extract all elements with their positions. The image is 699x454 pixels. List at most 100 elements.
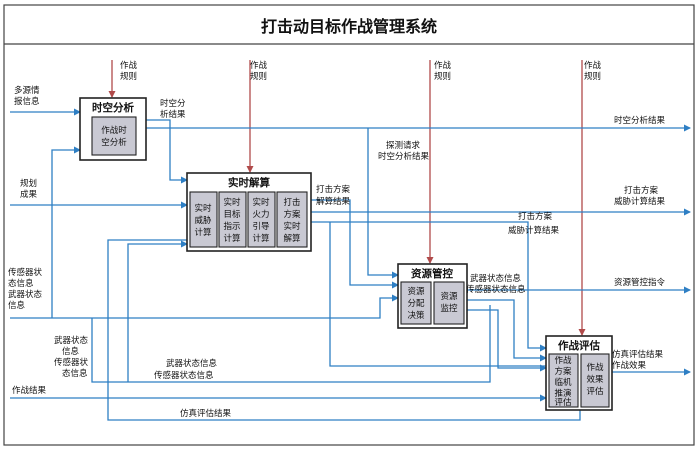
flow-weapon-sensor-1-label: 武器状态信息 传感器状态信息 [466, 273, 526, 295]
output-spatio-label: 时空分析结果 [614, 115, 666, 126]
svg-text:效果: 效果 [586, 374, 604, 385]
page-title: 打击动目标作战管理系统 [261, 17, 437, 36]
flow-resource-to-assess [467, 299, 547, 362]
svg-text:成果: 成果 [20, 189, 38, 200]
output-assess-label: 仿真评估结果 作战效果 [612, 349, 664, 371]
input-sensor-weapon-arrow [10, 294, 399, 319]
flow-spatio-label: 时空分 析结果 [160, 98, 186, 120]
svg-text:计算: 计算 [194, 227, 212, 238]
svg-text:引导: 引导 [252, 222, 270, 232]
svg-text:指示: 指示 [223, 221, 240, 232]
svg-text:传感器状态信息: 传感器状态信息 [154, 370, 214, 381]
svg-text:规则: 规则 [120, 71, 137, 82]
svg-text:时空分: 时空分 [160, 98, 186, 109]
output-resource-label: 资源管控指令 [614, 277, 666, 288]
svg-text:目标: 目标 [223, 209, 241, 220]
svg-text:作战评估: 作战评估 [558, 339, 600, 352]
svg-text:武器状态信息: 武器状态信息 [166, 358, 218, 369]
svg-text:态信息: 态信息 [62, 368, 88, 379]
svg-text:传感器状: 传感器状 [54, 357, 89, 368]
svg-text:实时解算: 实时解算 [228, 176, 270, 189]
sub-spatio-1 [91, 116, 137, 156]
svg-text:资源: 资源 [407, 286, 425, 297]
flow-strike-plan-label: 打击方案 解算结果 [316, 184, 351, 207]
svg-text:空分析: 空分析 [101, 137, 127, 148]
svg-text:仿真评估结果: 仿真评估结果 [612, 349, 664, 360]
svg-text:解算结果: 解算结果 [316, 196, 351, 207]
svg-text:武器状态: 武器状态 [54, 335, 89, 346]
svg-text:作战效果: 作战效果 [612, 360, 647, 371]
svg-text:打击方案: 打击方案 [624, 185, 659, 196]
flow-resource-to-assess-2 [467, 309, 547, 372]
svg-text:传感器状态信息: 传感器状态信息 [466, 284, 526, 295]
svg-text:多源情: 多源情 [14, 85, 40, 96]
svg-text:方案: 方案 [283, 209, 301, 220]
svg-text:实时: 实时 [223, 197, 241, 208]
svg-text:方案: 方案 [554, 366, 572, 377]
svg-text:析结果: 析结果 [160, 109, 186, 120]
svg-text:解算: 解算 [283, 233, 301, 244]
output-threat-label: 打击方案 威胁计算结果 [614, 185, 666, 207]
svg-text:信息: 信息 [8, 300, 26, 311]
flow-realtime-feedback [329, 222, 546, 367]
svg-text:时空分析结果: 时空分析结果 [378, 151, 430, 162]
flow-weapon-sensor-3-label: 武器状态信息 传感器状态信息 [154, 358, 218, 381]
flow-realtime-to-resource [311, 199, 399, 289]
svg-text:报信息: 报信息 [14, 96, 40, 107]
svg-text:时空分析: 时空分析 [92, 101, 134, 114]
module-realtime-calc: 实时解算 实时 威胁 计算 实时 目标 指示 计算 实时 火力 引导 计算 打击… [186, 172, 312, 252]
svg-text:作战: 作战 [554, 355, 572, 366]
module-resource-control: 资源管控 资源 分配 决策 资源 监控 [397, 263, 468, 329]
svg-text:计算: 计算 [252, 233, 270, 244]
feedback-sensor-loop [91, 305, 491, 383]
sub-realtime-1 [189, 191, 218, 248]
svg-text:作战: 作战 [586, 362, 604, 373]
svg-text:规划: 规划 [20, 178, 37, 189]
svg-text:推演: 推演 [554, 388, 572, 399]
svg-text:打击: 打击 [283, 197, 300, 208]
sub-realtime-2 [218, 191, 247, 248]
feedback-sim-eval [107, 239, 581, 421]
svg-text:威胁计算结果: 威胁计算结果 [614, 196, 666, 207]
svg-text:威胁: 威胁 [194, 215, 212, 226]
svg-text:规则: 规则 [434, 71, 451, 82]
svg-text:评估: 评估 [586, 386, 604, 397]
svg-text:作战: 作战 [584, 60, 602, 71]
flow-probe-to-resource [367, 128, 399, 279]
svg-text:传感器状: 传感器状 [8, 267, 43, 278]
svg-text:规则: 规则 [250, 71, 267, 82]
svg-text:监控: 监控 [440, 303, 458, 314]
control-label-1: 作战 规则 [120, 60, 138, 82]
svg-text:作战: 作战 [434, 60, 452, 71]
svg-text:作战: 作战 [120, 60, 138, 71]
feedback-to-realtime [127, 240, 188, 382]
svg-text:实时: 实时 [252, 197, 270, 208]
svg-text:威胁计算结果: 威胁计算结果 [508, 225, 560, 236]
svg-text:打击方案: 打击方案 [518, 211, 553, 222]
svg-text:资源: 资源 [440, 291, 458, 302]
sub-assess-1 [548, 353, 579, 408]
svg-text:实时: 实时 [194, 203, 212, 214]
sub-resource-2 [433, 281, 465, 325]
sub-assess-2 [580, 353, 610, 408]
svg-text:规则: 规则 [584, 71, 601, 82]
input-sensor-weapon-label: 传感器状 态信息 武器状态 信息 [8, 267, 43, 311]
sub-resource-1 [400, 281, 432, 325]
module-combat-assessment: 作战评估 作战 方案 临机 推演 评估 作战 效果 评估 [545, 335, 613, 411]
svg-text:武器状态信息: 武器状态信息 [470, 273, 522, 284]
svg-text:评估: 评估 [554, 397, 572, 408]
svg-text:火力: 火力 [252, 209, 269, 220]
feedback-to-spatio [51, 146, 81, 318]
flow-realtime-to-assess [311, 221, 547, 352]
svg-text:实时: 实时 [283, 221, 301, 232]
svg-text:作战: 作战 [250, 60, 268, 71]
svg-text:作战时: 作战时 [101, 125, 127, 136]
svg-text:临机: 临机 [554, 377, 572, 388]
svg-text:资源管控: 资源管控 [411, 267, 453, 280]
flow-spatio-to-realtime [146, 119, 188, 184]
svg-text:探测请求: 探测请求 [386, 140, 421, 151]
module-spatio-analysis: 时空分析 作战时 空分析 [79, 97, 147, 161]
sub-realtime-3 [247, 191, 276, 248]
